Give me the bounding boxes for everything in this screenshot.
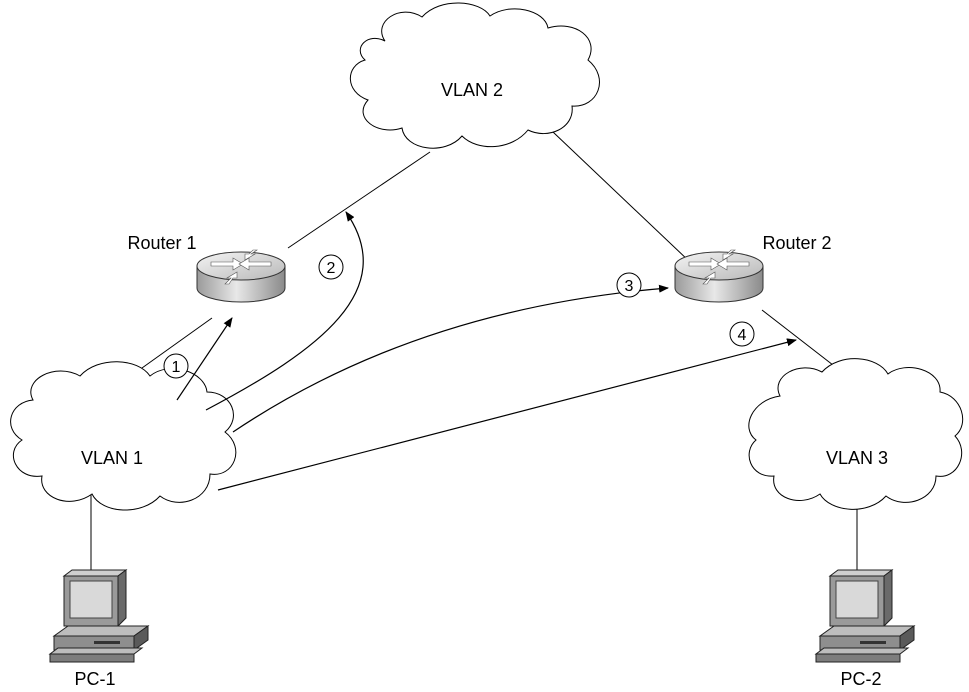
pc-1-icon [49,569,149,663]
step-3-circle [616,272,642,298]
step-3: 3 [616,272,642,298]
arrow-step-1 [176,317,233,401]
link-router2-vlan3 [761,309,843,373]
step-4: 4 [729,321,755,347]
router-1: Router 1 [127,233,286,303]
step-1-label: 1 [172,359,181,376]
pc-2-icon [815,569,915,663]
router-2-icon [674,249,764,303]
router-1-label: Router 1 [127,233,196,253]
step-1-circle [163,353,189,379]
router-1-icon [196,249,286,303]
step-4-circle [729,321,755,347]
step-2: 2 [318,254,344,280]
step-4-label: 4 [738,327,747,344]
pc-1: PC-1 [49,569,149,689]
router-2: Router 2 [674,233,832,303]
router-2-label: Router 2 [762,233,831,253]
cloud-vlan1: VLAN 1 [10,361,237,511]
step-2-label: 2 [327,260,336,277]
arrow-step-2 [205,211,364,411]
cloud-vlan1-shape [10,361,237,511]
cloud-vlan3-label: VLAN 3 [826,448,888,468]
arrow-step-3 [232,284,669,433]
step-2-circle [318,254,344,280]
step-3-label: 3 [625,278,634,295]
cloud-vlan1-label: VLAN 1 [81,448,143,468]
link-vlan2-router2 [552,131,691,263]
link-router1-vlan2 [287,151,431,249]
step-markers: 1 2 3 4 [163,254,755,379]
cloud-vlan2-shape [349,2,600,149]
arrow-step-4 [217,338,797,491]
pc-1-label: PC-1 [74,669,115,689]
step-1: 1 [163,353,189,379]
cloud-vlan3: VLAN 3 [748,358,964,510]
cloud-vlan2: VLAN 2 [349,2,600,149]
pc-2: PC-2 [815,569,915,689]
path-arrows [176,211,797,491]
cloud-vlan2-label: VLAN 2 [441,80,503,100]
links [90,131,858,570]
cloud-vlan3-shape [748,358,964,510]
pc-2-label: PC-2 [840,669,881,689]
